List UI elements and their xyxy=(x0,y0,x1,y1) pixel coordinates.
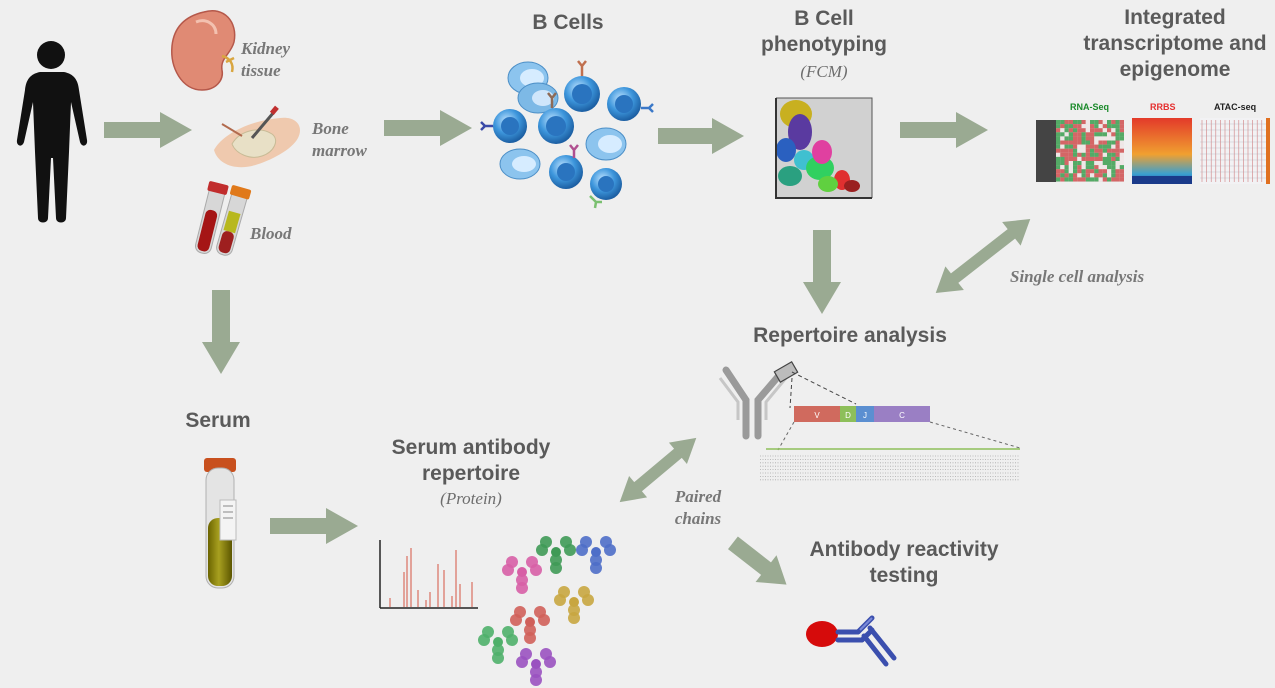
serum-antibody-title: Serum antibody repertoire xyxy=(391,436,551,485)
single-cell-label: Single cell analysis xyxy=(1010,267,1145,286)
paired-chains-label: Paired chains xyxy=(674,487,722,528)
serum-tube-icon xyxy=(204,458,237,589)
bone-marrow-icon xyxy=(214,105,300,168)
vdjc-gene-segments: V D J C xyxy=(777,406,1021,451)
arrow-bcells-to-phenotyping xyxy=(658,118,744,154)
mass-spec-plot xyxy=(379,540,478,609)
arrow-serum-to-antibody-repertoire xyxy=(270,508,358,544)
arrow-to-reactivity xyxy=(728,536,787,585)
segment-j-label: J xyxy=(863,411,867,420)
segment-d xyxy=(840,406,856,422)
arrow-tissue-to-bcells xyxy=(384,110,472,146)
b-cell xyxy=(493,109,527,143)
b-cell xyxy=(538,108,574,144)
arrow-phenotyping-to-integrated xyxy=(900,112,988,148)
arrow-blood-to-serum xyxy=(202,290,240,374)
segment-v xyxy=(794,406,840,422)
bone-marrow-label: Bone marrow xyxy=(312,119,367,160)
segment-v-label: V xyxy=(814,411,820,420)
integrated-panels-icon xyxy=(1036,118,1270,184)
b-cell xyxy=(607,87,641,121)
antibody-proteins-icon xyxy=(478,536,616,686)
antibody-protein-blob xyxy=(510,606,550,644)
antibody-protein-blob xyxy=(478,626,518,664)
arrow-phenotyping-to-repertoire xyxy=(803,230,841,314)
antibody-protein-blob xyxy=(576,536,616,574)
serum-title: Serum xyxy=(185,409,251,432)
atacseq-heatmap xyxy=(1200,118,1270,184)
segment-c xyxy=(874,406,930,422)
reactivity-antibody-icon xyxy=(806,615,897,667)
repertoire-title: Repertoire analysis xyxy=(753,324,947,347)
rnaseq-heatmap xyxy=(1036,120,1124,182)
b-cell xyxy=(499,148,541,180)
rnaseq-label: RNA-Seq xyxy=(1070,102,1110,112)
atacseq-label: ATAC-seq xyxy=(1214,102,1257,112)
protein-label: (Protein) xyxy=(440,489,502,508)
b-cells-title: B Cells xyxy=(532,11,604,34)
b-cells-cluster-icon xyxy=(480,60,654,209)
arrows xyxy=(104,110,1031,585)
rrbs-heatmap xyxy=(1132,118,1192,184)
human-silhouette-icon xyxy=(16,41,88,223)
fcm-label: (FCM) xyxy=(800,62,848,81)
antibody-protein-blob xyxy=(502,556,542,594)
segment-c-label: C xyxy=(899,411,905,420)
blood-tubes-icon xyxy=(194,181,252,256)
segment-d-label: D xyxy=(845,411,851,420)
sequence-alignment xyxy=(760,448,1020,481)
b-cell xyxy=(590,168,622,200)
b-cell xyxy=(549,155,583,189)
rrbs-label: RRBS xyxy=(1150,102,1176,112)
b-cell xyxy=(517,82,559,114)
kidney-icon xyxy=(171,9,236,91)
antibody-protein-blob xyxy=(516,648,556,686)
antibody-icon xyxy=(718,360,857,440)
integrated-title: Integrated transcriptome and epigenome xyxy=(1083,6,1267,81)
reactivity-title: Antibody reactivity testing xyxy=(809,538,999,587)
blood-label: Blood xyxy=(250,224,292,243)
antibody-protein-blob xyxy=(554,586,594,624)
kidney-tissue-label: Kidney tissue xyxy=(241,39,291,80)
antibody-protein-blob xyxy=(536,536,576,574)
double-arrow-single-cell xyxy=(935,219,1031,293)
fcm-plot-icon xyxy=(775,97,873,199)
arrow-human-to-tissue xyxy=(104,112,192,148)
segment-j xyxy=(856,406,874,422)
b-cell xyxy=(585,127,627,161)
double-arrow-paired-chains xyxy=(619,437,697,503)
b-cell xyxy=(564,76,600,112)
phenotyping-title: B Cell phenotyping xyxy=(761,7,887,56)
